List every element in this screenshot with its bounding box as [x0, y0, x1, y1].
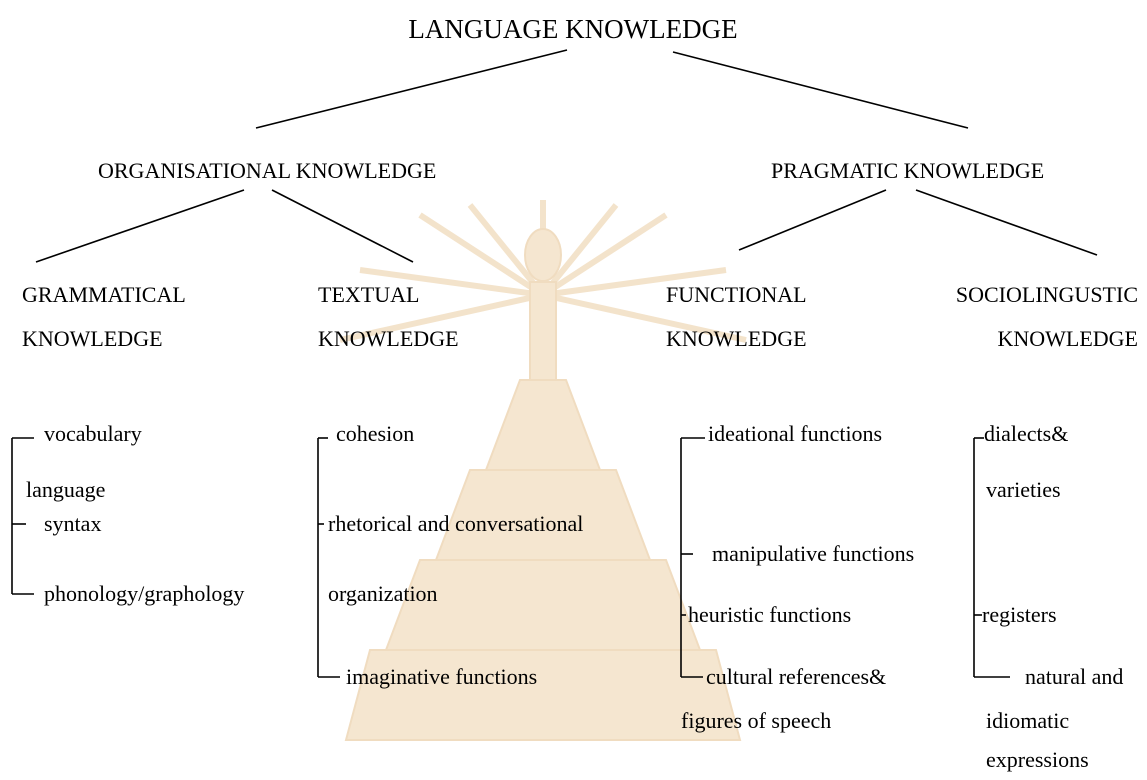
functional-item: manipulative functions	[712, 541, 915, 566]
sociolinguistic-bracket	[973, 437, 1010, 678]
textual-node-line2: KNOWLEDGE	[318, 326, 459, 351]
textual-item: organization	[328, 581, 438, 606]
sociolinguistic-item: registers	[982, 602, 1057, 627]
sociolinguistic-node-line1: SOCIOLINGUSTIC	[955, 282, 1138, 307]
functional-item: ideational functions	[708, 421, 883, 446]
grammatical-node-line2: KNOWLEDGE	[22, 326, 163, 351]
branch-connectors	[35, 49, 1098, 263]
sociolinguistic-item: natural and	[1025, 664, 1124, 689]
root-node-label: LANGUAGE KNOWLEDGE	[408, 14, 738, 44]
grammatical-item: phonology/graphology	[44, 581, 245, 606]
functional-node-line1: FUNCTIONAL	[666, 282, 807, 307]
textual-item: cohesion	[336, 421, 415, 446]
textual-node-line1: TEXTUAL	[318, 282, 420, 307]
grammatical-node-line1: GRAMMATICAL	[22, 282, 186, 307]
textual-bracket	[317, 437, 340, 678]
organisational-node-label: ORGANISATIONAL KNOWLEDGE	[98, 158, 437, 183]
functional-item: cultural references&	[706, 664, 887, 689]
sociolinguistic-item: expressions	[986, 747, 1089, 772]
pragmatic-node-label: PRAGMATIC KNOWLEDGE	[771, 158, 1045, 183]
grammatical-bracket	[11, 437, 34, 595]
textual-item: imaginative functions	[346, 664, 538, 689]
sociolinguistic-node-line2: KNOWLEDGE	[997, 326, 1138, 351]
sociolinguistic-item: varieties	[986, 477, 1061, 502]
functional-item: heuristic functions	[688, 602, 852, 627]
textual-item: rhetorical and conversational	[328, 511, 584, 536]
grammatical-item: syntax	[44, 511, 102, 536]
grammatical-item: language	[26, 477, 106, 502]
sociolinguistic-item: idiomatic	[986, 708, 1070, 733]
functional-bracket	[680, 437, 705, 678]
functional-item: figures of speech	[681, 708, 832, 733]
sociolinguistic-item: dialects&	[984, 421, 1069, 446]
functional-node-line2: KNOWLEDGE	[666, 326, 807, 351]
grammatical-item: vocabulary	[44, 421, 142, 446]
